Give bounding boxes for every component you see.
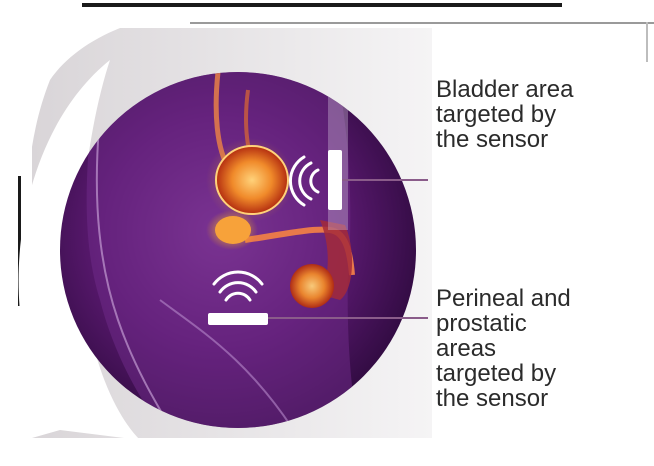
bladder: [216, 146, 288, 214]
prostate: [215, 216, 251, 244]
perineal-label: Perineal and prostatic areas targeted by…: [436, 286, 571, 411]
top-rule: [190, 22, 654, 24]
sensor-bottom: [208, 313, 268, 325]
sensor-front: [328, 150, 342, 210]
bladder-label: Bladder area targeted by the sensor: [436, 77, 573, 152]
right-edge-line: [646, 22, 648, 62]
testicle: [290, 264, 334, 308]
top-border-line: [82, 3, 562, 7]
